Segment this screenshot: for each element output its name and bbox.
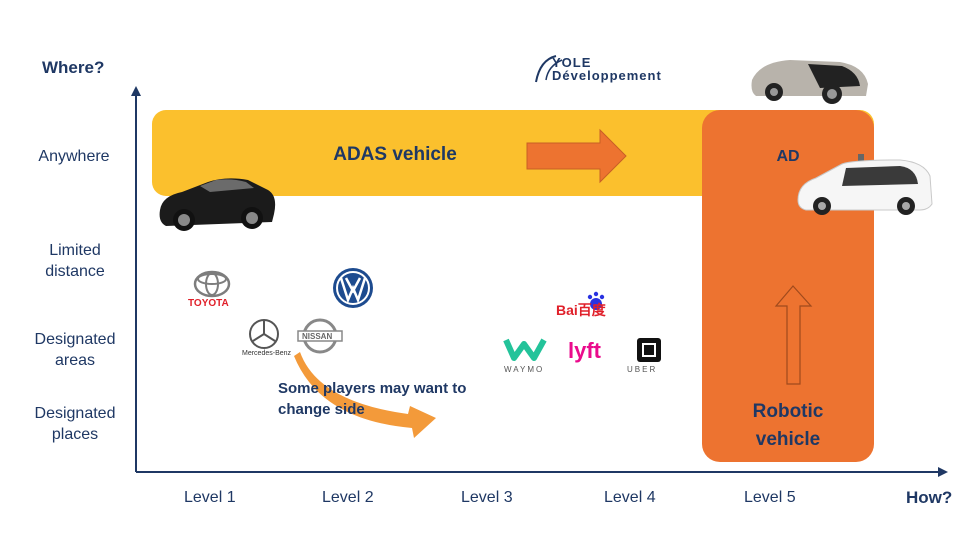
up-arrow bbox=[774, 285, 813, 385]
toyota-logo-icon bbox=[193, 270, 231, 298]
yole-logo-icon bbox=[535, 55, 563, 83]
nissan-text: NISSAN bbox=[302, 332, 333, 341]
adas-vehicle-label: ADAS vehicle bbox=[333, 144, 457, 165]
nissan-logo-icon bbox=[297, 318, 343, 354]
waymo-logo-icon bbox=[503, 338, 547, 361]
change-side-annotation: Some players may want to change side bbox=[278, 380, 467, 418]
y-axis-title: Where? bbox=[42, 58, 105, 77]
y-axis-arrowhead bbox=[131, 86, 141, 96]
y-level-designated-places: Designated places bbox=[34, 405, 116, 443]
toyota-text: TOYOTA bbox=[188, 298, 229, 309]
x-level-2: Level 2 bbox=[322, 489, 374, 506]
mercedes-logo-icon bbox=[249, 319, 279, 349]
concept-car-image bbox=[751, 60, 868, 104]
curved-arrow bbox=[294, 352, 436, 438]
uber-logo-icon bbox=[637, 338, 661, 362]
x-axis-arrowhead bbox=[938, 467, 948, 477]
ad-label: AD bbox=[776, 148, 800, 165]
y-level-designated-areas: Designated areas bbox=[34, 331, 116, 369]
mercedes-text: Mercedes-Benz bbox=[242, 350, 292, 357]
robotic-vehicle-label: Robotic vehicle bbox=[752, 401, 824, 450]
volkswagen-logo-icon bbox=[333, 268, 373, 308]
right-arrow bbox=[526, 128, 627, 184]
x-level-3: Level 3 bbox=[461, 489, 513, 506]
y-level-anywhere: Anywhere bbox=[38, 148, 110, 165]
baidu-paw-icon bbox=[587, 291, 605, 310]
x-axis-title: How? bbox=[906, 488, 953, 507]
waymo-text: WAYMO bbox=[504, 365, 545, 374]
yole-watermark: YOLE Développement bbox=[552, 55, 662, 83]
x-level-1: Level 1 bbox=[184, 489, 236, 506]
white-minivan-image bbox=[797, 154, 933, 215]
x-level-5: Level 5 bbox=[744, 489, 796, 506]
baidu-text: Bai百度 bbox=[556, 302, 606, 318]
lyft-text: lyft bbox=[568, 338, 601, 363]
black-sedan-image bbox=[159, 178, 276, 231]
y-level-limited-distance: Limited distance bbox=[45, 242, 105, 280]
uber-text: UBER bbox=[627, 365, 658, 374]
x-level-4: Level 4 bbox=[604, 489, 656, 506]
